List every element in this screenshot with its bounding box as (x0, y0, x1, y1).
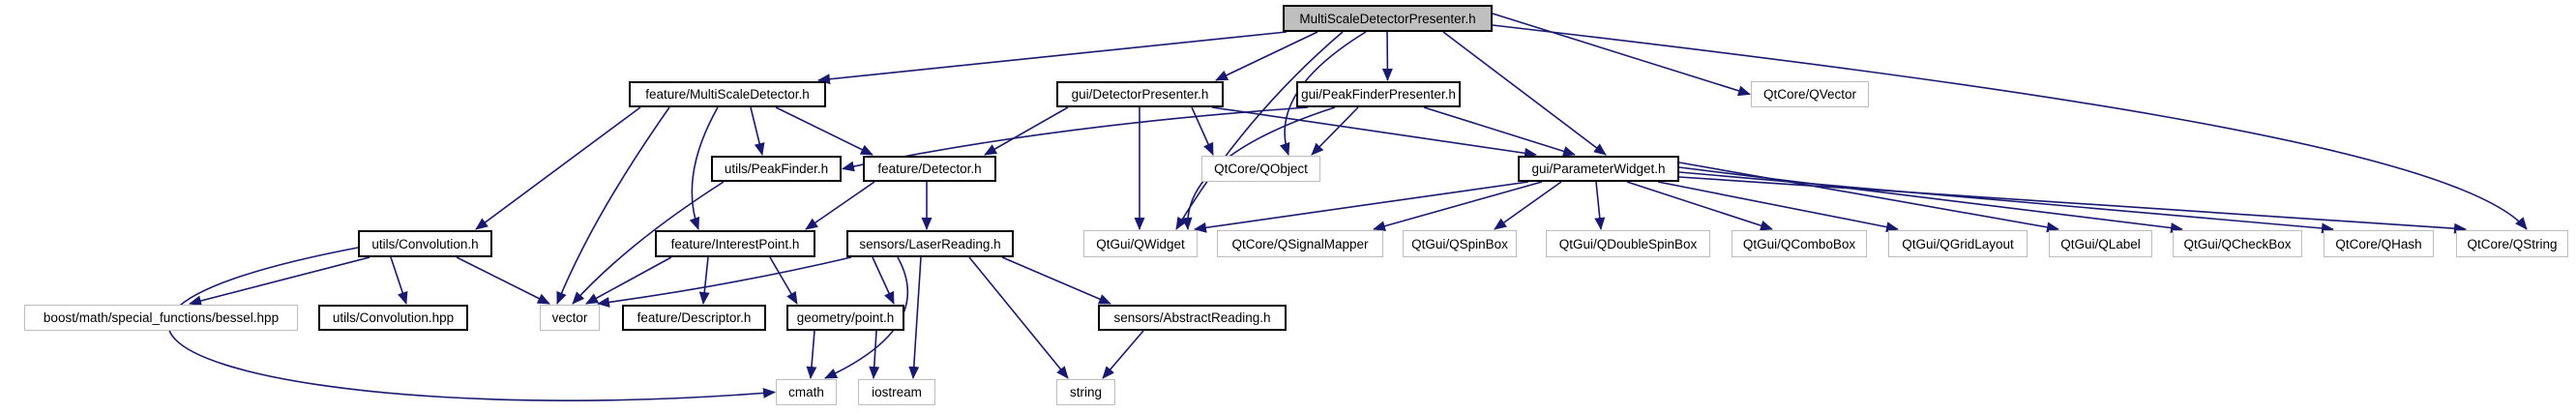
edge-pw-qdspin (1594, 181, 1606, 230)
edge-msdp-pw (1442, 31, 1607, 156)
node-lr[interactable]: sensors/LaserReading.h (846, 230, 1014, 257)
edge-pw-qwidget (1194, 181, 1529, 233)
node-qvector: QtCore/QVector (1751, 81, 1869, 107)
node-convhpp[interactable]: utils/Convolution.hpp (318, 305, 468, 331)
edge-pw-qcheck (1678, 166, 2183, 233)
edge-msd-vector (556, 106, 670, 305)
node-cmath: cmath (776, 379, 837, 405)
node-iostream: iostream (858, 379, 935, 405)
node-string: string (1056, 379, 1115, 405)
edge-msdp-qstring (1492, 24, 2528, 230)
edge-pw-qlabel (1678, 162, 2059, 233)
node-desc[interactable]: feature/Descriptor.h (622, 305, 766, 331)
edge-conv-vector (456, 256, 550, 305)
node-point[interactable]: geometry/point.h (786, 305, 904, 331)
edge-msdp-dp (1215, 31, 1318, 81)
node-qwidget: QtGui/QWidget (1083, 230, 1198, 257)
edge-dp-qobject (1191, 106, 1214, 156)
node-msdp[interactable]: MultiScaleDetectorPresenter.h (1283, 5, 1493, 32)
edge-msdp-qvector (1492, 13, 1751, 97)
node-dp[interactable]: gui/DetectorPresenter.h (1056, 81, 1224, 107)
node-qstring: QtCore/QString (2456, 230, 2568, 257)
edge-pw-qspin (1494, 181, 1562, 230)
node-pf[interactable]: utils/PeakFinder.h (711, 156, 842, 182)
edge-absr-string (1102, 330, 1144, 379)
node-qspin: QtGui/QSpinBox (1403, 230, 1517, 257)
edge-point-iostream (869, 330, 880, 379)
node-bessel: boost/math/special_functions/bessel.hpp (24, 305, 298, 331)
edge-msdp-qwidget (1175, 31, 1344, 230)
node-qdspin: QtGui/QDoubleSpinBox (1546, 230, 1710, 257)
edge-msd-conv (475, 106, 641, 230)
edge-det-ip (805, 181, 875, 230)
edge-ip-point (769, 256, 798, 305)
edge-lr-absr (1001, 256, 1111, 305)
edge-msdp-msd (817, 31, 1288, 85)
node-qsigmap: QtCore/QSignalMapper (1217, 230, 1383, 257)
edge-pw-qstring (1678, 176, 2467, 234)
edge-pf-vector (572, 181, 725, 305)
edge-lr-string (968, 256, 1069, 379)
node-pw[interactable]: gui/ParameterWidget.h (1518, 156, 1679, 182)
edge-msdp-pfp (1381, 31, 1393, 81)
node-qcheck: QtGui/QCheckBox (2173, 230, 2302, 257)
edge-pw-qhash (1678, 171, 2334, 234)
edge-pw-qsigmap (1373, 181, 1543, 232)
node-qobject: QtCore/QObject (1201, 156, 1320, 182)
node-pfp[interactable]: gui/PeakFinderPresenter.h (1296, 81, 1461, 107)
node-msd[interactable]: feature/MultiScaleDetector.h (629, 81, 826, 107)
node-ip[interactable]: feature/InterestPoint.h (655, 230, 815, 257)
edge-pw-qgrid (1657, 181, 1899, 233)
edge-lr-vector (597, 256, 852, 308)
node-det[interactable]: feature/Detector.h (863, 156, 996, 182)
node-vector: vector (540, 305, 600, 331)
edge-dp-pw (1211, 106, 1537, 159)
edge-msd-ip (689, 106, 719, 230)
edge-pw-qcombo (1626, 181, 1773, 231)
edge-ip-vector (585, 256, 672, 305)
edge-lr-iostream (908, 256, 922, 379)
edge-lr-point (872, 256, 895, 305)
node-qhash: QtCore/QHash (2324, 230, 2434, 257)
edge-conv-convhpp (390, 256, 408, 305)
edge-pfp-qobject (1311, 106, 1359, 156)
edge-msd-det (775, 106, 873, 156)
edge-dp-det (984, 106, 1069, 156)
node-qgrid: QtGui/QGridLayout (1888, 230, 2028, 257)
node-conv[interactable]: utils/Convolution.h (358, 230, 492, 257)
edge-pfp-pw (1423, 106, 1576, 157)
node-absr[interactable]: sensors/AbstractReading.h (1098, 305, 1287, 331)
edge-conv-cmath (167, 247, 776, 401)
edge-ip-desc (698, 256, 710, 305)
edge-conv-bessel (189, 256, 370, 307)
edge-msd-pf (750, 106, 765, 156)
node-qcombo: QtGui/QComboBox (1732, 230, 1867, 257)
edge-point-cmath (806, 330, 817, 379)
node-qlabel: QtGui/QLabel (2049, 230, 2152, 257)
